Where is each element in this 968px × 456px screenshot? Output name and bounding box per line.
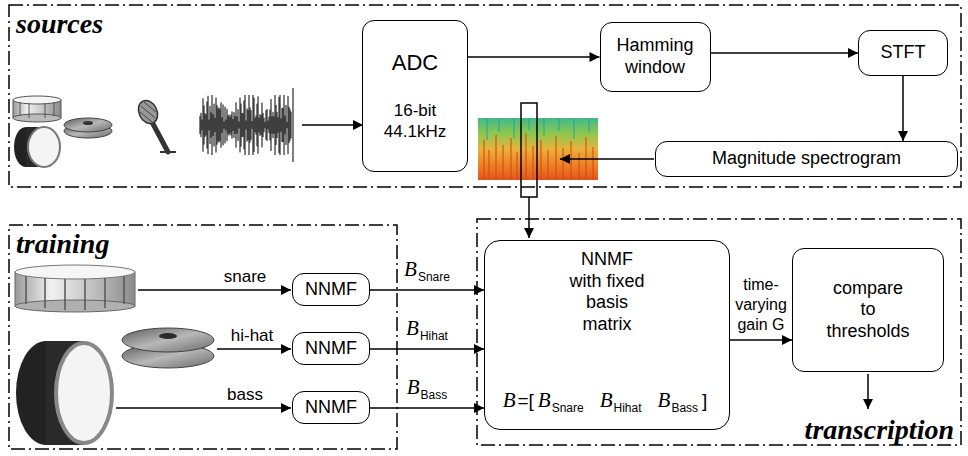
edge-label-group: BBass	[407, 375, 448, 400]
microphone-icon-part	[140, 102, 156, 122]
signal-label: snare	[224, 268, 267, 287]
formula-symbol: =[	[517, 390, 533, 412]
region-frame: transcription NNMF with fixed basis matri…	[476, 218, 962, 446]
formula-symbol: B	[658, 388, 671, 413]
signal-arrow	[116, 407, 291, 409]
bass-drum-picture	[16, 341, 112, 445]
bass-drum-picture-part	[56, 343, 112, 443]
region-heading: sources	[12, 10, 107, 38]
hihat-picture	[122, 328, 214, 368]
snare-icon	[13, 96, 61, 122]
process-box: compare to thresholds	[792, 248, 944, 372]
snare-drum-picture	[15, 265, 135, 312]
waveform-part	[200, 88, 293, 162]
region-border	[9, 5, 961, 187]
connector-arrow	[730, 339, 792, 341]
edge-label-subscript: Bass	[421, 388, 448, 402]
formula-symbol: ]	[702, 390, 707, 412]
microphone-icon-part	[160, 151, 176, 153]
connector-arrow	[370, 407, 484, 409]
connector-arrow	[711, 52, 859, 54]
snare-drum-picture-part	[26, 276, 124, 310]
box-text: NNMF	[305, 397, 357, 419]
microphone-icon-part	[152, 122, 168, 152]
edge-label: B	[407, 375, 420, 400]
formula-symbol: B	[503, 388, 516, 413]
output-arrow	[867, 374, 869, 409]
region-border	[477, 219, 961, 445]
edge-label-subscript: Snare	[418, 270, 450, 284]
region-border	[9, 225, 397, 449]
bass-drum-icon	[14, 127, 60, 167]
spectrogram-image-part	[521, 103, 537, 197]
hihat-picture-part	[122, 328, 214, 352]
signal-arrow	[217, 348, 291, 350]
formula-subscript: Snare	[552, 401, 584, 415]
edge-label: B	[406, 316, 419, 341]
region-heading: training	[12, 230, 113, 258]
box-text: Magnitude spectrogram	[712, 148, 901, 170]
connector-arrow	[468, 56, 600, 58]
formula-symbol: B	[538, 388, 551, 413]
spectrogram-image-part	[478, 118, 598, 180]
spectrogram-image-part	[484, 133, 593, 180]
formula-symbol: B	[600, 388, 613, 413]
box-text: compare to thresholds	[823, 278, 913, 343]
box-text: Hamming window	[608, 35, 703, 78]
edge-label: B	[404, 257, 417, 282]
snare-icon-part	[20, 102, 54, 118]
cymbal-icon	[64, 118, 112, 138]
waveform	[200, 88, 293, 162]
signal-arrow	[302, 124, 363, 126]
region-frame: trainingNNMF NNMF NNMF	[8, 224, 398, 450]
process-box: NNMF	[292, 332, 370, 365]
connector-arrow	[370, 348, 484, 350]
signal-label: hi-hat	[231, 327, 274, 346]
connector-arrow	[902, 76, 904, 141]
edge-label-group: BSnare	[404, 257, 450, 282]
signal-arrow	[528, 197, 530, 238]
process-box: STFT	[858, 30, 948, 76]
region-heading: transcription	[801, 416, 958, 444]
formula-subscript: Bass	[671, 401, 698, 415]
box-text: ADC	[392, 50, 438, 76]
process-box: Hamming window	[600, 22, 711, 92]
box-text: 16-bit 44.1kHz	[370, 101, 460, 142]
spectrogram-image-part	[487, 118, 589, 140]
edge-label: time- varying gain G	[729, 275, 793, 335]
box-text: NNMF	[305, 338, 357, 360]
cymbal-icon-part	[83, 121, 93, 125]
cymbal-icon-part	[64, 118, 112, 132]
snare-drum-picture-part	[15, 300, 135, 312]
process-box: Magnitude spectrogram	[655, 141, 958, 177]
region-frame: sourcesADC 16-bit 44.1kHz Hamming window ST…	[8, 4, 962, 188]
microphone-icon-part	[135, 97, 161, 126]
formula-row: B=[BSnareBHihatBBass]	[503, 388, 712, 413]
signal-arrow	[138, 289, 291, 291]
box-text: NNMF	[305, 279, 357, 301]
process-box: NNMF	[292, 391, 370, 424]
connector-arrow	[370, 289, 484, 291]
spectrogram-image	[478, 103, 598, 197]
formula-subscript: Hihat	[614, 401, 642, 415]
signal-arrow	[560, 158, 654, 160]
box-text: STFT	[881, 42, 926, 64]
snare-drum-picture-part	[15, 265, 135, 279]
process-box: NNMF with fixed basis matrixB=[BSnareBHi…	[484, 240, 730, 430]
hihat-picture-part	[159, 333, 177, 339]
process-box: NNMF	[292, 273, 370, 306]
signal-label: bass	[227, 386, 263, 405]
process-box: ADC 16-bit 44.1kHz	[362, 20, 468, 172]
edge-label-subscript: Hihat	[420, 329, 448, 343]
edge-label-group: BHihat	[406, 316, 448, 341]
microphone-icon	[135, 97, 176, 152]
bass-drum-icon-part	[28, 127, 60, 167]
box-text: NNMF with fixed basis matrix	[565, 249, 650, 335]
